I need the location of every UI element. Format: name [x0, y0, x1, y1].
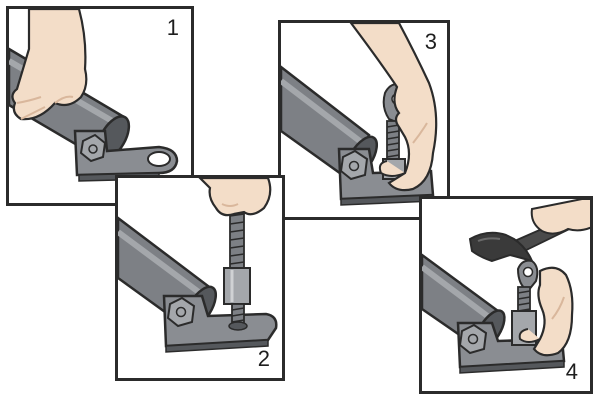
hand-icon: [349, 23, 438, 192]
step-1-number: 1: [166, 15, 179, 40]
hand-icon: [11, 9, 88, 121]
hand-icon: [198, 178, 272, 217]
step-4-panel: 4: [419, 196, 593, 394]
hex-bolt-icon: [79, 133, 107, 163]
step-1-illustration: [9, 9, 179, 182]
step-3-illustration: [281, 23, 438, 206]
step-1-panel: 1: [6, 6, 194, 206]
step-2-number: 2: [257, 346, 270, 371]
step-2-panel: 2: [115, 175, 285, 381]
step-2-illustration: [118, 178, 278, 353]
step-3-number: 3: [424, 29, 437, 54]
threaded-rod-icon: [511, 259, 539, 346]
hex-bolt-icon: [166, 296, 196, 328]
threaded-rod-icon: [223, 199, 251, 331]
hand-icon: [518, 266, 574, 357]
hex-bolt-icon: [458, 323, 488, 355]
step-3-panel: 3: [278, 20, 450, 220]
step-4-illustration: [422, 199, 590, 374]
hex-bolt-icon: [339, 149, 369, 181]
hand-icon: [530, 199, 590, 235]
step-4-number: 4: [565, 359, 578, 384]
